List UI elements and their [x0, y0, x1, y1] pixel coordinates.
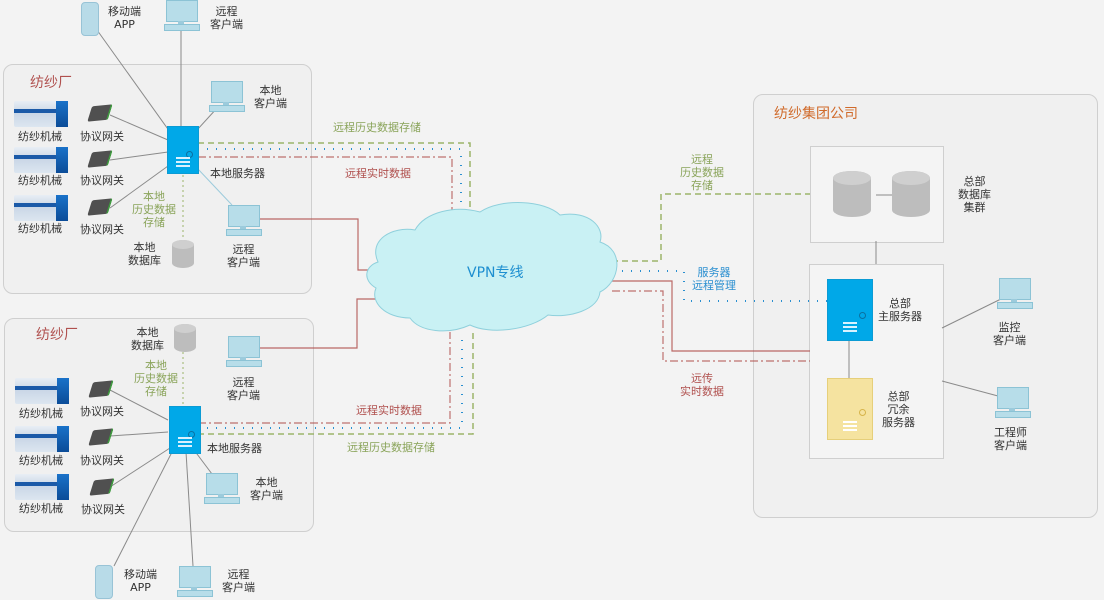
local-server-label: 本地服务器: [210, 167, 265, 180]
local-server-label: 本地服务器: [207, 442, 262, 455]
remote-client-line-top: [260, 218, 380, 271]
gateway-label: 协议网关: [80, 130, 124, 143]
local-database-icon: [172, 240, 194, 268]
spinning-machine-icon: [15, 426, 69, 452]
hq-main-server-label: 总部 主服务器: [878, 297, 922, 323]
spinning-machine-icon: [14, 147, 68, 173]
spinning-machine-label: 纺纱机械: [18, 130, 62, 143]
remote-client-pc-icon: [226, 205, 262, 236]
spinning-machine-icon: [14, 195, 68, 221]
link-line: [109, 114, 169, 141]
local-client-label: 本地 客户端: [254, 84, 287, 110]
local-database-label: 本地 数据库: [128, 241, 161, 267]
gateway-label: 协议网关: [80, 405, 124, 418]
gateway-label: 协议网关: [80, 223, 124, 236]
local-database-label: 本地 数据库: [131, 326, 164, 352]
link-line: [113, 451, 173, 567]
remote-client-label: 远程 客户端: [222, 568, 255, 594]
monitor-client-label: 监控 客户端: [993, 321, 1026, 347]
right-remote-mgmt-label: 服务器 远程管理: [692, 266, 736, 292]
company-title: 纺纱集团公司: [774, 106, 858, 122]
local-database-icon: [174, 324, 196, 352]
remote-history-line-top: [198, 142, 471, 222]
remote-realtime-line-right: [612, 290, 810, 362]
vpn-cloud-label: VPN专线: [467, 265, 524, 281]
gateway-label: 协议网关: [80, 174, 124, 187]
mobile-phone-icon: [95, 565, 113, 599]
link-line: [109, 151, 169, 161]
vpn-cloud: [366, 202, 618, 332]
link-line: [96, 29, 171, 133]
spinning-machine-label: 纺纱机械: [19, 407, 63, 420]
remote-client-pc-icon: [226, 336, 262, 367]
mobile-phone-icon: [81, 2, 99, 36]
remote-realtime-line-top: [198, 156, 453, 222]
mobile-app-label: 移动端 APP: [108, 5, 141, 31]
spinning-machine-icon: [15, 474, 69, 500]
link-line: [185, 451, 194, 567]
remote-client-label: 远程 客户端: [227, 243, 260, 269]
right-remote-realtime-label: 远传 实时数据: [680, 372, 724, 398]
local-server-icon: [167, 126, 199, 174]
link-line: [941, 380, 999, 397]
spinning-machine-label: 纺纱机械: [18, 222, 62, 235]
spinning-machine-label: 纺纱机械: [19, 502, 63, 515]
remote-history-line-right: [612, 193, 810, 262]
remote-client-label: 远程 客户端: [210, 5, 243, 31]
spinning-machine-icon: [14, 101, 68, 127]
link-line: [109, 431, 169, 437]
remote-client-label: 远程 客户端: [227, 376, 260, 402]
hq-main-server-icon: [827, 279, 873, 341]
hq-db-cluster-label: 总部 数据库 集群: [958, 175, 991, 214]
remote-client-line-bottom: [260, 298, 380, 349]
link-line: [109, 389, 169, 421]
factory-bottom-title: 纺纱厂: [36, 327, 78, 343]
link-line: [193, 449, 213, 475]
hq-database-icon: [833, 171, 871, 217]
local-client-pc-icon: [209, 81, 245, 112]
spinning-machine-label: 纺纱机械: [18, 174, 62, 187]
hq-database-icon: [892, 171, 930, 217]
local-client-label: 本地 客户端: [250, 476, 283, 502]
factory-top-title: 纺纱厂: [30, 75, 72, 91]
right-remote-history-label: 远程 历史数据 存储: [680, 153, 724, 192]
local-server-icon: [169, 406, 201, 454]
link-line: [109, 165, 169, 209]
spinning-machine-icon: [15, 378, 69, 404]
realtime-solid-line-right: [612, 280, 810, 352]
link-line: [109, 447, 171, 488]
remote-realtime-line-bottom: [198, 332, 451, 424]
top-remote-realtime-label: 远程实时数据: [345, 167, 411, 180]
gateway-label: 协议网关: [81, 503, 125, 516]
link-line: [941, 296, 1006, 329]
hq-redundant-server-icon: [827, 378, 873, 440]
remote-client-pc-icon: [177, 566, 213, 597]
local-history-label: 本地 历史数据 存储: [132, 190, 176, 229]
bottom-remote-realtime-label: 远程实时数据: [356, 404, 422, 417]
spinning-machine-label: 纺纱机械: [19, 454, 63, 467]
gateway-label: 协议网关: [80, 454, 124, 467]
top-remote-history-label: 远程历史数据存储: [333, 121, 421, 134]
mobile-app-label: 移动端 APP: [124, 568, 157, 594]
hq-redundant-server-label: 总部 冗余 服务器: [882, 390, 915, 429]
monitor-client-pc-icon: [997, 278, 1033, 309]
local-client-pc-icon: [204, 473, 240, 504]
bottom-remote-history-label: 远程历史数据存储: [347, 441, 435, 454]
local-history-label: 本地 历史数据 存储: [134, 359, 178, 398]
engineer-client-pc-icon: [995, 387, 1031, 418]
remote-client-pc-icon: [164, 0, 200, 31]
remote-history-line-bottom: [198, 332, 474, 435]
engineer-client-label: 工程师 客户端: [994, 426, 1027, 452]
link-line: [196, 167, 233, 206]
